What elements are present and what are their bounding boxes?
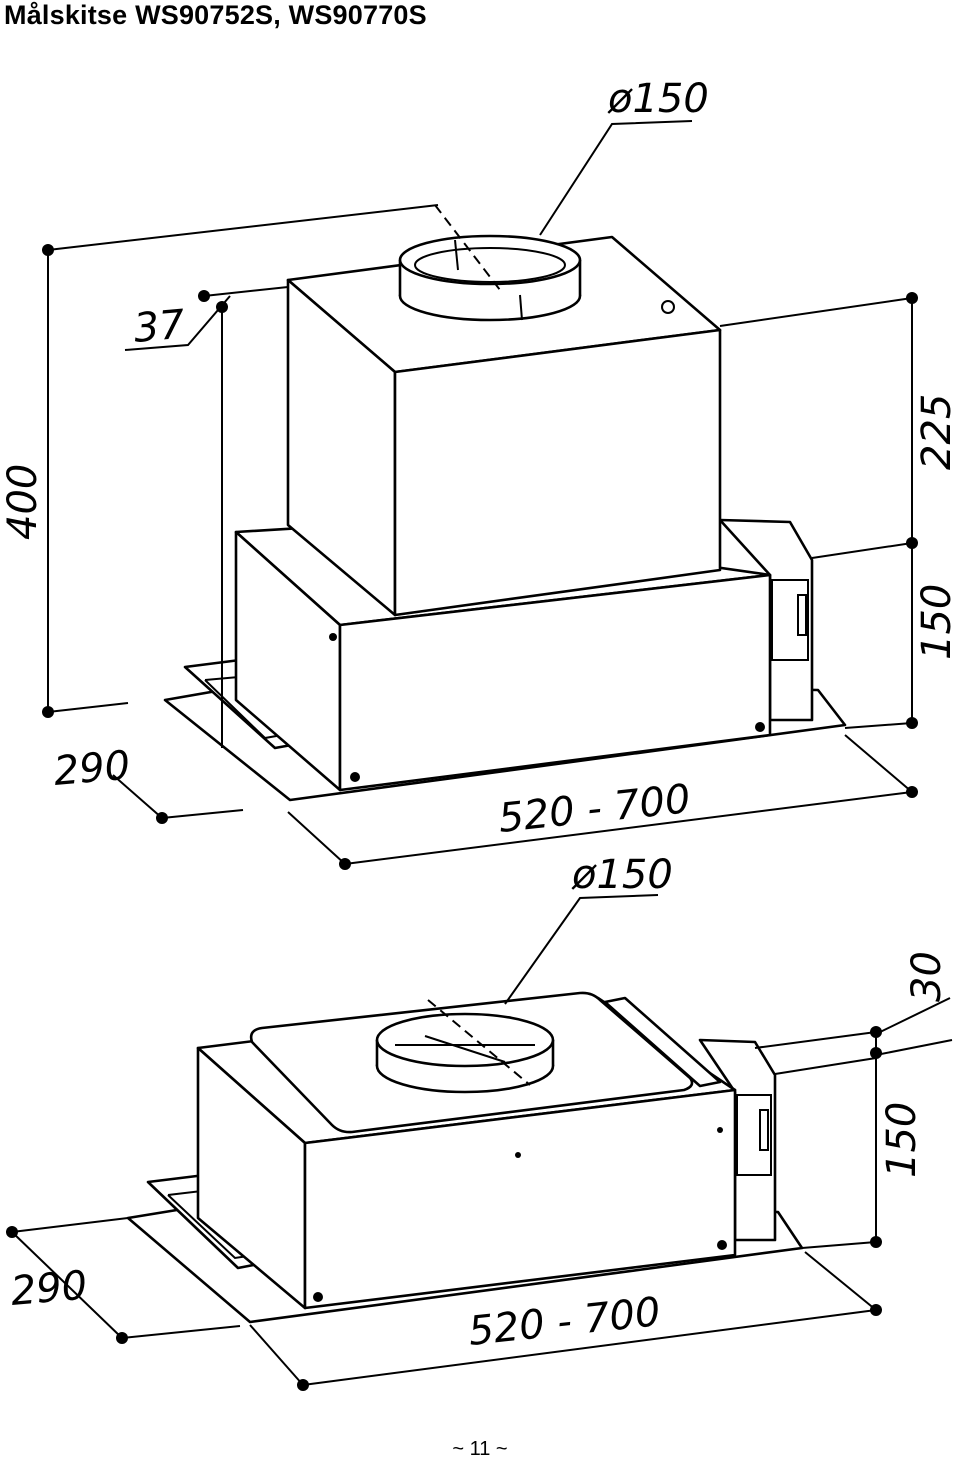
top-dimension-lines	[42, 120, 918, 870]
bottom-height-label: 150	[879, 1102, 925, 1178]
top-total-height-label: 400	[0, 464, 46, 540]
bottom-side-rail	[603, 996, 722, 1088]
top-round-outlet	[398, 234, 582, 322]
bottom-offset-label: 30	[904, 951, 950, 1002]
bottom-round-outlet	[375, 1012, 555, 1094]
bottom-dimension-lines	[6, 894, 953, 1391]
bottom-housing-front	[303, 1088, 737, 1310]
bottom-width-label: 520 - 700	[466, 1289, 662, 1355]
bottom-depth-label: 290	[9, 1262, 89, 1314]
top-upper-height-label: 225	[914, 394, 960, 470]
page-number: ~ 11 ~	[452, 1438, 508, 1460]
top-lower-height-label: 150	[914, 584, 960, 660]
bottom-hood-drawing	[126, 991, 804, 1324]
bottom-diameter-label: ø150	[571, 852, 673, 898]
top-diameter-label: ø150	[607, 76, 709, 122]
top-lower-housing-front	[338, 573, 772, 792]
top-hood-drawing	[163, 234, 847, 802]
top-depth-label: 290	[52, 742, 132, 794]
top-offset-label: 37	[132, 302, 187, 352]
page-title: Målskitse WS90752S, WS90770S	[4, 0, 427, 30]
top-width-label: 520 - 700	[496, 776, 692, 842]
top-chimney-front	[393, 328, 722, 617]
